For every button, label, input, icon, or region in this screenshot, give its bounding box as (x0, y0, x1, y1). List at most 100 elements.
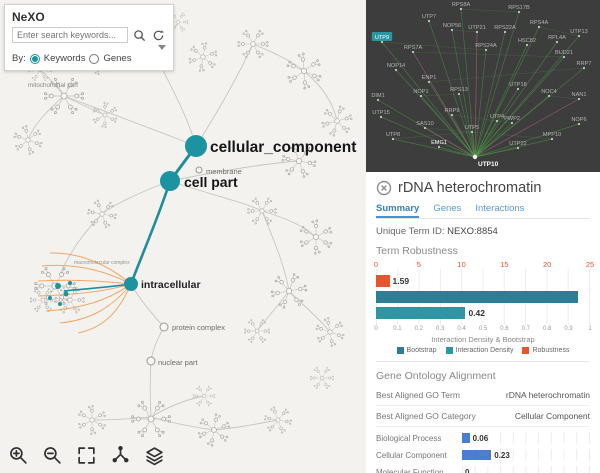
gene-node-label[interactable]: SAS10 (416, 121, 433, 127)
zoom-out-button[interactable] (40, 443, 65, 468)
tree-label-cell-part[interactable]: cell part (184, 174, 238, 190)
gene-node-label[interactable]: UTP4 (490, 114, 504, 120)
tree-label-mitochondrial-part[interactable]: mitochondrial part (28, 82, 78, 89)
gene-node-dot[interactable] (537, 25, 541, 29)
gene-node-label[interactable]: RPS17B (508, 5, 530, 11)
gene-node-label[interactable]: UTP10 (478, 161, 499, 168)
tab-genes[interactable]: Genes (433, 203, 462, 214)
gene-node-dot[interactable] (423, 126, 427, 130)
tree-node-nuclear-part[interactable] (146, 356, 156, 366)
fit-content-button[interactable] (74, 443, 99, 468)
gene-node-dot[interactable] (525, 43, 529, 47)
gene-node-label[interactable]: UTP9 (375, 35, 389, 41)
gene-node-dot[interactable] (470, 130, 474, 134)
gene-node-dot[interactable] (517, 10, 521, 14)
gene-node-dot[interactable] (419, 94, 423, 98)
gene-node-label[interactable]: RRP9 (445, 108, 460, 114)
gene-node-dot[interactable] (550, 137, 554, 141)
gene-node-label[interactable]: UTP13 (570, 29, 587, 35)
gene-node-dot[interactable] (475, 30, 479, 34)
tree-node-membrane[interactable] (195, 166, 203, 174)
gene-node-dot[interactable] (411, 50, 415, 54)
gene-node-label[interactable]: NOP56 (443, 23, 461, 29)
gene-node-label[interactable]: NOP1 (413, 89, 428, 95)
gene-node-label[interactable]: UTP18 (509, 82, 526, 88)
gene-node-dot[interactable] (516, 146, 520, 150)
gene-node-label[interactable]: NOP6 (571, 117, 586, 123)
gene-node-dot[interactable] (394, 68, 398, 72)
gene-node-label[interactable]: RRP7 (577, 61, 592, 67)
gene-node-label[interactable]: UTP8 (386, 132, 400, 138)
search-input[interactable] (12, 27, 128, 43)
tab-summary[interactable]: Summary (376, 203, 419, 218)
gene-node-dot[interactable] (427, 80, 431, 84)
gene-node-label[interactable]: HSC82 (518, 38, 536, 44)
gene-node-label[interactable]: PWP2 (504, 116, 520, 122)
radio-keywords-label[interactable]: Keywords (43, 53, 86, 64)
gene-node-dot[interactable] (562, 55, 566, 59)
gene-node-label[interactable]: UTP22 (509, 141, 526, 147)
gene-node-dot[interactable] (582, 66, 586, 70)
gene-node-label[interactable]: NAN1 (572, 92, 587, 98)
tree-label-nuclear-part[interactable]: nuclear part (158, 358, 199, 367)
tree-node-cell-part[interactable] (160, 171, 180, 191)
tree-highlight-cluster[interactable] (48, 281, 72, 306)
gene-node-label[interactable]: BUD21 (555, 50, 573, 56)
gene-node-dot[interactable] (459, 7, 463, 11)
gene-node-dot[interactable] (427, 19, 431, 23)
gene-node-dot[interactable] (547, 94, 551, 98)
gene-node-label[interactable]: NOC4 (541, 89, 557, 95)
tree-node-intracellular[interactable] (124, 277, 138, 291)
gene-node-label[interactable]: EMG1 (431, 140, 447, 146)
gene-node-dot[interactable] (577, 97, 581, 101)
gene-node-dot[interactable] (484, 48, 488, 52)
gene-node-dot[interactable] (472, 154, 478, 160)
tree-label-membrane[interactable]: membrane (206, 167, 242, 176)
radio-genes-label[interactable]: Genes (103, 53, 132, 64)
gene-node-dot[interactable] (450, 113, 454, 117)
gene-node-label[interactable]: RPS24A (475, 43, 497, 49)
tree-label-cellular-component[interactable]: cellular_component (210, 139, 356, 156)
gene-node-dot[interactable] (503, 30, 507, 34)
layers-button[interactable] (142, 443, 167, 468)
tab-interactions[interactable]: Interactions (475, 203, 525, 214)
gene-node-dot[interactable] (510, 121, 514, 125)
gene-node-label[interactable]: UTP7 (422, 14, 436, 20)
gene-node-dot[interactable] (450, 28, 454, 32)
gene-node-dot[interactable] (555, 40, 559, 44)
gene-node-dot[interactable] (516, 87, 520, 91)
gene-node-label[interactable]: DIM1 (371, 93, 384, 99)
tree-node-clusters[interactable] (9, 12, 356, 450)
gene-node-dot[interactable] (577, 34, 581, 38)
tree-label-macromolecular-complex[interactable]: macromolecular complex (74, 260, 130, 266)
gene-node-label[interactable]: RPS8A (452, 2, 471, 8)
reset-icon[interactable] (151, 28, 166, 43)
gene-node-dot[interactable] (380, 40, 384, 44)
gene-node-dot[interactable] (577, 122, 581, 126)
gene-node-dot[interactable] (376, 98, 380, 102)
collapse-caret-icon[interactable] (158, 45, 166, 50)
gene-node-label[interactable]: NOP14 (387, 63, 405, 69)
tree-node-cellular-component[interactable] (185, 135, 207, 157)
expand-tree-button[interactable] (108, 443, 133, 468)
gene-node-label[interactable]: ENP1 (422, 75, 437, 81)
zoom-in-button[interactable] (6, 443, 31, 468)
gene-node-label[interactable]: MPP10 (543, 132, 561, 138)
gene-node-label[interactable]: UTP5 (465, 125, 479, 131)
radio-keywords-input[interactable] (29, 53, 40, 64)
gene-node-label[interactable]: RPS13 (450, 87, 468, 93)
gene-node-dot[interactable] (437, 145, 441, 149)
tree-node-protein-complex[interactable] (159, 322, 169, 332)
gene-node-label[interactable]: RPS22A (494, 25, 516, 31)
tree-label-intracellular[interactable]: intracellular (141, 279, 201, 291)
gene-node-label[interactable]: RPS4A (530, 20, 549, 26)
gene-node-label[interactable]: RPS7A (404, 45, 423, 51)
gene-node-dot[interactable] (379, 115, 383, 119)
gene-node-label[interactable]: RPL4A (548, 35, 566, 41)
tree-label-protein-complex[interactable]: protein complex (172, 323, 225, 332)
gene-node-dot[interactable] (391, 137, 395, 141)
gene-node-label[interactable]: UTP21 (468, 25, 485, 31)
radio-genes-input[interactable] (89, 53, 100, 64)
gene-node-dot[interactable] (457, 92, 461, 96)
close-button[interactable] (376, 180, 392, 196)
